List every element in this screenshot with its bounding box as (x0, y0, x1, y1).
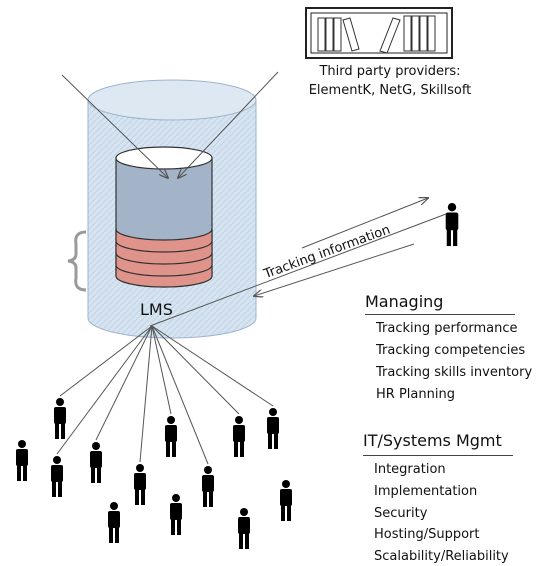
person-icon (267, 408, 279, 449)
managing-item: Tracking skills inventory (376, 365, 533, 380)
fan-lines (56, 325, 274, 465)
person-icon (16, 440, 28, 481)
people-group (16, 203, 459, 549)
managing-item: Tracking competencies (376, 343, 526, 358)
managing-divider (365, 314, 515, 315)
managing-title: Managing (365, 292, 444, 311)
lms-to-user-line (149, 213, 447, 327)
person-icon (238, 508, 250, 549)
person-icon (170, 494, 182, 535)
person-icon (90, 442, 102, 483)
person-icon (233, 416, 245, 457)
fan-line (151, 325, 240, 415)
providers-caption: Third party providers: ElementK, NetG, S… (290, 62, 490, 100)
person-icon (202, 466, 214, 507)
it-systems-title: IT/Systems Mgmt (363, 431, 502, 450)
fan-line (151, 325, 172, 415)
bookshelf-icon (305, 7, 453, 59)
brace-icon (67, 230, 87, 292)
provider-arrows (61, 71, 279, 178)
person-icon (165, 416, 177, 457)
it-systems-divider (363, 455, 513, 456)
person-icon (280, 480, 292, 521)
providers-line2: ElementK, NetG, Skillsoft (308, 83, 472, 98)
fan-line (95, 325, 153, 441)
tracking-arrows (254, 198, 428, 296)
it-item: Security (374, 506, 428, 521)
managing-item: Tracking performance (376, 321, 518, 336)
inner-database-cylinder (115, 146, 213, 288)
person-icon (445, 203, 459, 247)
it-item: Implementation (374, 484, 478, 499)
it-item: Hosting/Support (374, 527, 480, 542)
managing-item: HR Planning (376, 387, 455, 402)
fan-line (151, 325, 209, 465)
it-item: Scalability/Reliability (374, 549, 509, 564)
fan-line (139, 325, 153, 463)
person-icon (54, 398, 66, 439)
fan-line (56, 325, 153, 455)
fan-line (59, 325, 153, 397)
person-icon (51, 456, 63, 497)
it-item: Integration (374, 462, 446, 477)
person-icon (108, 502, 120, 543)
person-icon (134, 464, 146, 505)
providers-line1: Third party providers: (319, 64, 461, 79)
fan-line (151, 325, 274, 407)
lms-label: LMS (140, 300, 173, 319)
